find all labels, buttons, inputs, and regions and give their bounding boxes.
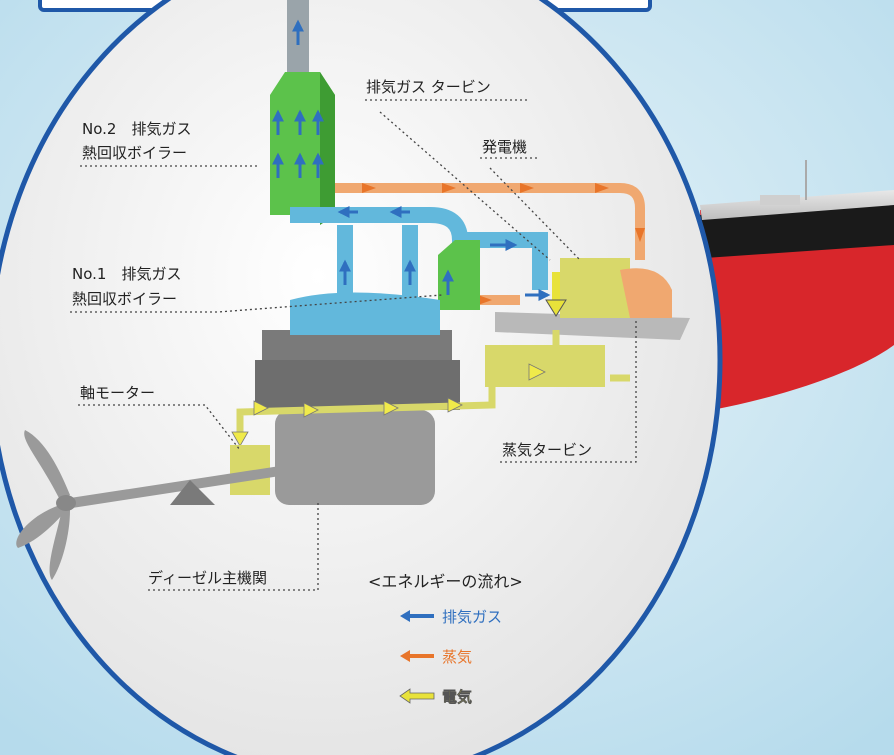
- label-boiler2-line2: 熱回収ボイラー: [82, 144, 188, 162]
- electric-arrows: [231, 363, 546, 447]
- propeller-shaft: [70, 466, 280, 508]
- label-generator: 発電機: [482, 138, 528, 156]
- arrow-left-icon: [399, 688, 435, 704]
- arrow-left-icon: [400, 650, 434, 662]
- generator-platform: [495, 258, 690, 340]
- legend-label-steam: 蒸気: [442, 647, 473, 666]
- arrow-left-icon: [400, 610, 434, 622]
- label-steam-turbine: 蒸気タービン: [502, 441, 593, 459]
- legend-label-electric: 電気: [442, 687, 473, 706]
- leader-lines: [70, 99, 637, 591]
- label-shaft-motor: 軸モーター: [80, 384, 156, 402]
- steam-turbine-unit: [485, 345, 605, 387]
- propeller: [16, 430, 76, 580]
- label-boiler2-line1: No.2 排気ガス: [82, 120, 192, 138]
- legend-item-steam: 蒸気: [398, 644, 472, 668]
- chimney: [287, 0, 309, 80]
- label-boiler1-line1: No.1 排気ガス: [72, 265, 182, 283]
- label-boiler1-line2: 熱回収ボイラー: [72, 290, 178, 308]
- legend-item-exhaust: 排気ガス: [398, 604, 502, 628]
- legend-title: <エネルギーの流れ>: [368, 572, 523, 591]
- label-exhaust-turbine: 排気ガス タービン: [366, 78, 491, 96]
- legend-item-electric: 電気: [398, 684, 472, 708]
- legend-label-exhaust: 排気ガス: [442, 607, 503, 626]
- ship-hull: [700, 160, 894, 410]
- boiler-no1: [438, 240, 480, 310]
- diesel-engine: [255, 292, 460, 505]
- boiler-no2: [270, 72, 335, 225]
- exhaust-arrows: [337, 206, 551, 301]
- label-diesel-engine: ディーゼル主機関: [148, 569, 267, 587]
